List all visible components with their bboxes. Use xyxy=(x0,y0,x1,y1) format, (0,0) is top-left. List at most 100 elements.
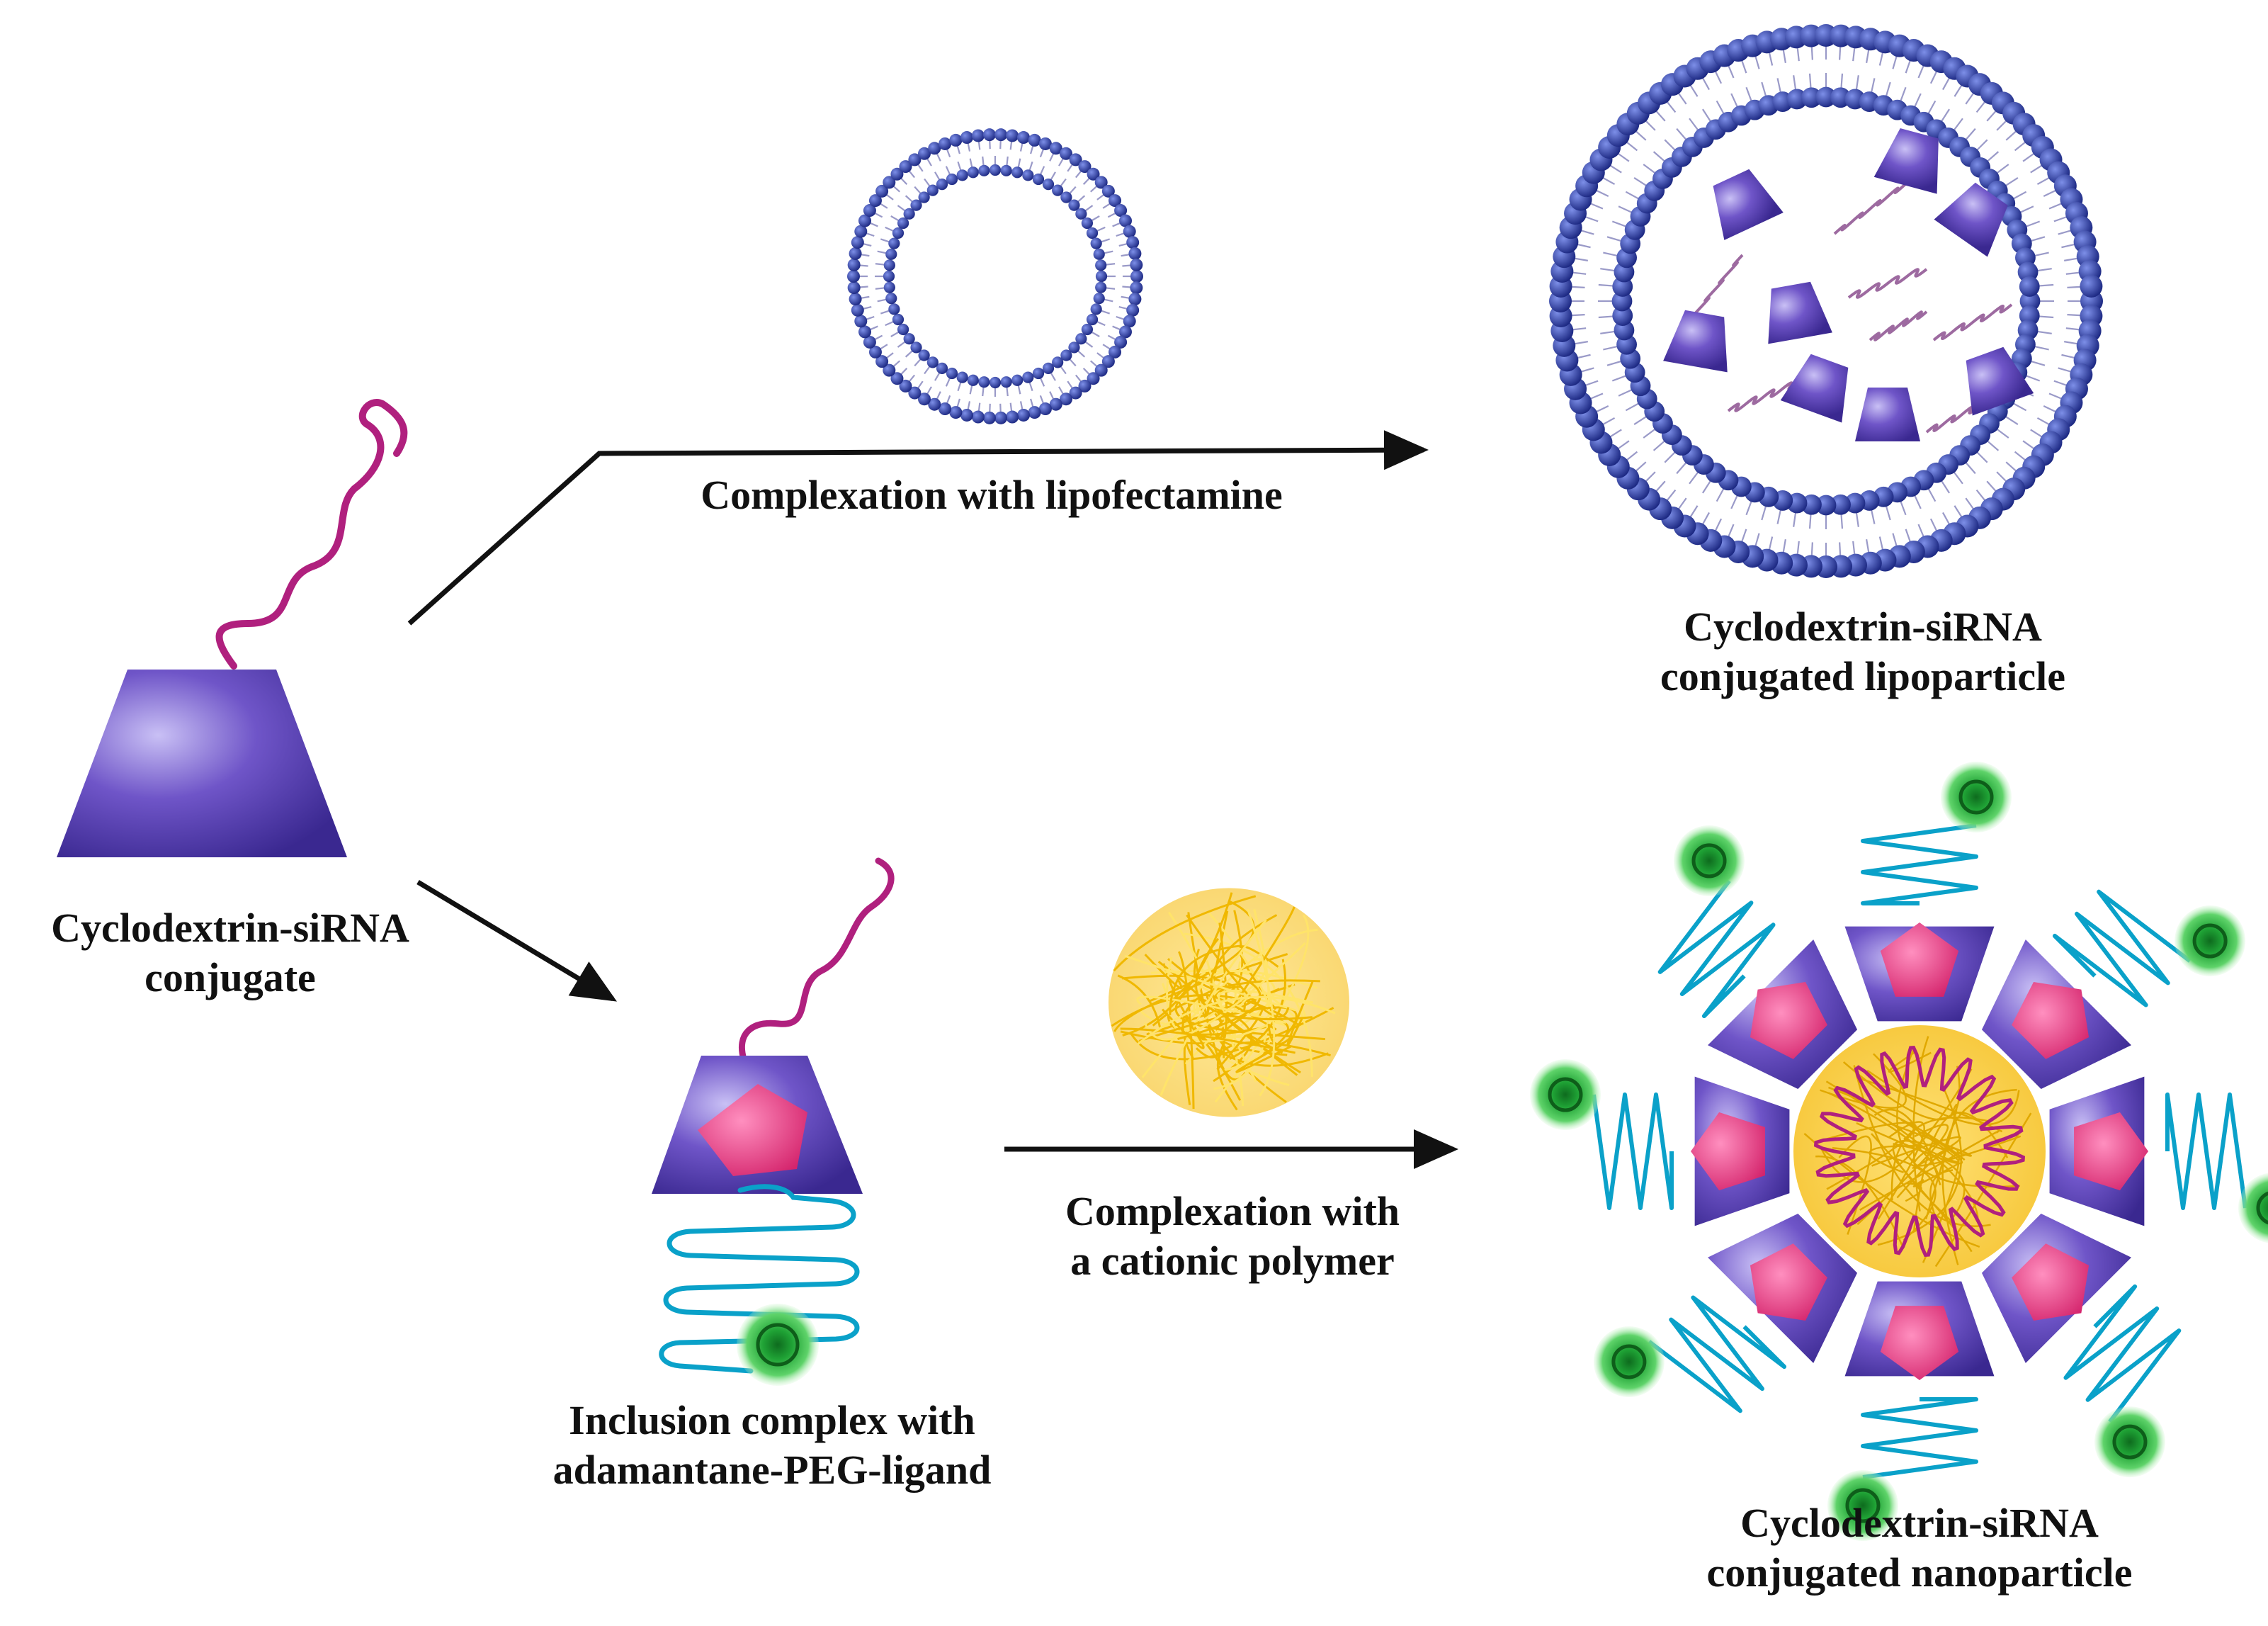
polymer-strand xyxy=(1117,974,1162,1029)
inclusion-complex xyxy=(652,857,895,1386)
lipid-head xyxy=(1017,408,1031,422)
lipid-head xyxy=(849,293,862,306)
lipid-head xyxy=(883,281,895,293)
lipid-head xyxy=(875,355,889,368)
lipid-head xyxy=(883,363,896,377)
lipid-head xyxy=(1815,495,1837,516)
lipid-head xyxy=(1069,386,1082,400)
lipid-head xyxy=(1000,376,1012,388)
lipid-head xyxy=(1101,355,1115,368)
lipid-head xyxy=(890,372,904,385)
lipoparticle-cargo xyxy=(1663,128,2034,441)
polymer-strand xyxy=(1913,1135,2022,1167)
polymer-strand xyxy=(1178,951,1195,1110)
lipid-head xyxy=(868,194,882,208)
adamantane-pentagon xyxy=(2012,981,2090,1059)
adamantane-pentagon xyxy=(1880,1306,1959,1380)
lipid-head xyxy=(1109,194,1122,208)
polymer-strand xyxy=(1210,914,1283,1054)
lipid-head xyxy=(967,166,979,179)
lipid-head xyxy=(989,164,1002,176)
polymer-strand xyxy=(1181,979,1320,1061)
cationic-step-label: Complexation with a cationic polymer xyxy=(1065,1188,1400,1284)
lipid-head xyxy=(858,325,872,339)
polymer-strand xyxy=(1169,944,1241,1015)
lipid-head xyxy=(903,333,915,345)
nanoparticle xyxy=(1530,762,2268,1541)
ligand-core xyxy=(756,1323,800,1367)
lipid-head xyxy=(1123,225,1136,238)
lipid-head xyxy=(1094,176,1108,189)
lipid-head xyxy=(918,349,930,361)
lipid-head xyxy=(982,128,996,142)
lipid-head xyxy=(1081,323,1094,336)
peg-chain xyxy=(1657,879,1776,1019)
lipid-head xyxy=(1068,199,1080,211)
lipid-head xyxy=(1128,293,1142,306)
polymer-strand xyxy=(1213,909,1270,1090)
lipofectamine-arrow xyxy=(407,430,1429,626)
sirna-strand xyxy=(1847,268,1928,299)
lipid-head xyxy=(1060,393,1072,406)
sirna-strand xyxy=(1727,381,1801,412)
lipid-head xyxy=(2080,274,2103,298)
adamantane-pentagon xyxy=(1750,981,1827,1059)
ligand xyxy=(2175,905,2246,977)
lipid-head xyxy=(928,142,941,155)
lipid-head xyxy=(1032,173,1045,186)
polymer-strand xyxy=(1166,956,1269,1043)
lipid-head xyxy=(1114,204,1128,218)
polymer-strand xyxy=(1141,928,1318,1078)
lipid-head xyxy=(2019,290,2041,312)
lipid-head xyxy=(2019,276,2040,297)
lipid-head xyxy=(936,178,948,191)
lipid-head xyxy=(960,131,973,145)
ligand xyxy=(2238,1173,2268,1243)
lipid-head xyxy=(1052,356,1064,368)
lipid-head xyxy=(1118,325,1132,339)
lipid-head xyxy=(994,411,1008,424)
ligand-core xyxy=(1958,779,1994,815)
lipid-head xyxy=(899,379,912,393)
lipid-head xyxy=(851,236,864,249)
lipid-head xyxy=(1130,270,1143,283)
polymer-strand xyxy=(1138,1006,1298,1042)
lipid-head xyxy=(1095,270,1108,283)
adamantane-pentagon xyxy=(1880,922,1959,997)
lipid-head xyxy=(1128,247,1142,260)
lipid-head xyxy=(1114,335,1128,349)
lipid-head xyxy=(908,386,922,400)
lipid-head xyxy=(989,376,1002,389)
lipid-head xyxy=(928,397,941,411)
lipid-head xyxy=(1093,293,1105,305)
ligand xyxy=(2094,1406,2165,1478)
lipid-head xyxy=(1017,131,1031,145)
lipid-head xyxy=(1075,333,1087,345)
polymer-strand xyxy=(1206,910,1229,1019)
ligand xyxy=(1941,762,2012,832)
polymer-strand xyxy=(1890,1123,1972,1157)
polymer-strand xyxy=(1819,1068,1973,1183)
lipid-head xyxy=(892,313,905,326)
polymer-strand xyxy=(1144,954,1183,989)
lipid-head xyxy=(971,410,985,424)
lipid-head xyxy=(849,247,862,260)
lipid-head xyxy=(1038,402,1052,416)
cyclodextrin-trapezoid xyxy=(1713,169,1784,240)
lipid-head xyxy=(936,362,948,375)
lipid-head xyxy=(868,345,882,358)
polymer-strand xyxy=(1195,937,1312,1020)
ligand xyxy=(1827,1470,1898,1541)
lipid-head xyxy=(1081,217,1094,230)
lipid-head xyxy=(885,248,897,260)
cationic-polymer xyxy=(1109,888,1349,1117)
lipid-head xyxy=(910,199,922,211)
ligand-core xyxy=(2112,1424,2148,1460)
lipid-head xyxy=(890,167,904,181)
polymer-strand xyxy=(1177,971,1261,1041)
peg-chain xyxy=(1592,1093,1674,1210)
sirna-strand xyxy=(1833,183,1907,235)
lipid-head xyxy=(1118,214,1132,227)
lipid-head xyxy=(854,315,868,328)
lipoparticle-label: Cyclodextrin-siRNA conjugated lipopartic… xyxy=(1660,604,2065,699)
